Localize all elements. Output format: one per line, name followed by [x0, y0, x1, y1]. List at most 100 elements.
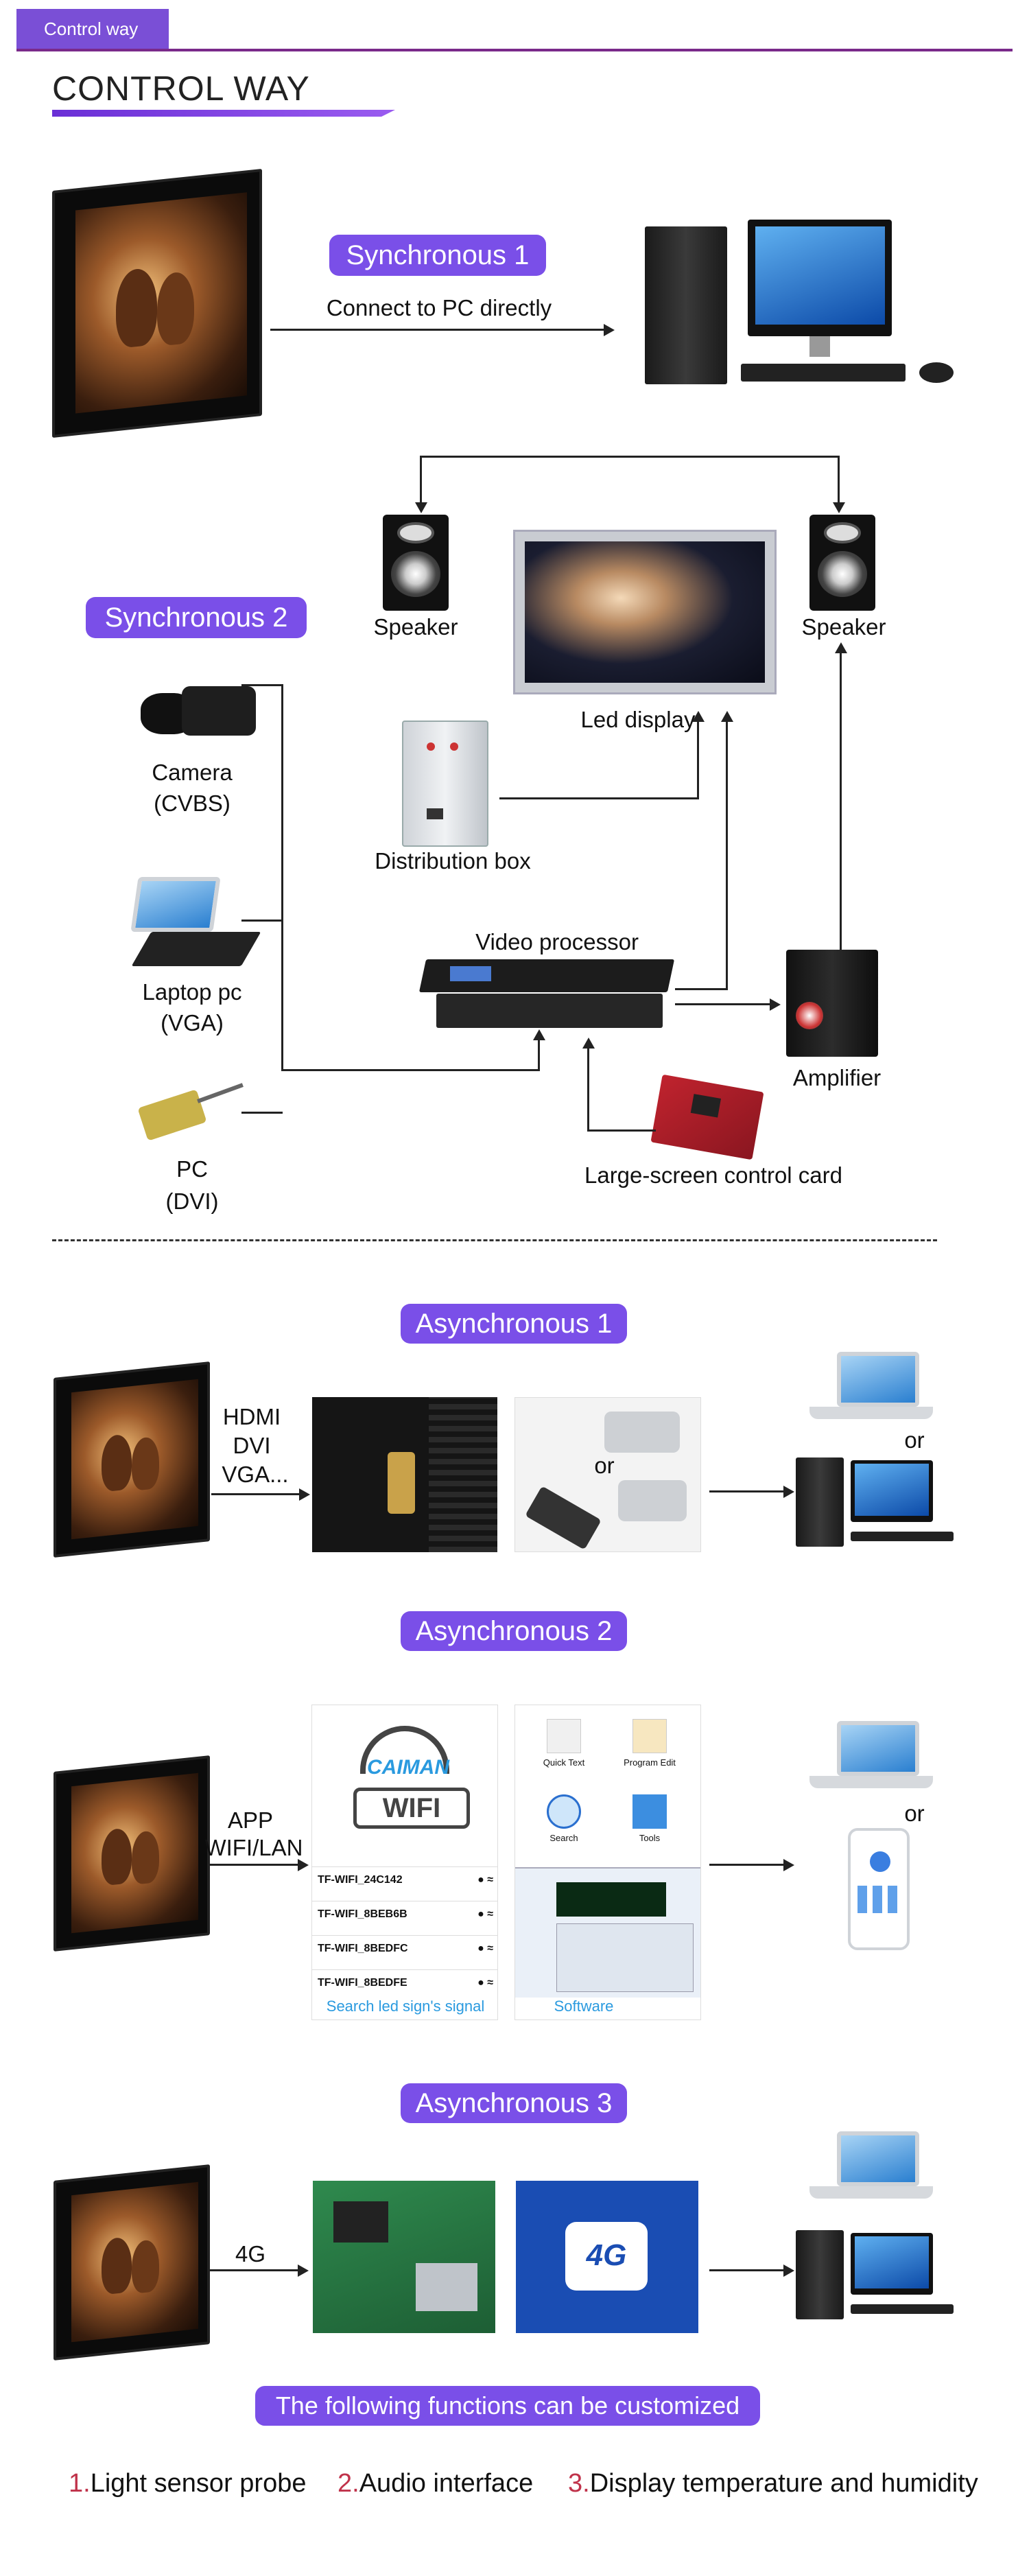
- app-panel: Quick Text Program Edit Search Tools Sof…: [514, 1705, 701, 2020]
- app-button-label: Tools: [639, 1833, 661, 1843]
- app-button-search[interactable]: Search: [533, 1794, 595, 1856]
- laptop-signal-label: (VGA): [161, 1010, 224, 1035]
- async1-laptop-image: [809, 1352, 933, 1434]
- async3-pc-image: [796, 2230, 974, 2321]
- customization-banner: The following functions can be customize…: [255, 2386, 760, 2426]
- processor-to-amp-head: [770, 998, 781, 1011]
- network-ssid: TF-WIFI_8BEDFE: [318, 1977, 407, 1989]
- speaker-right-image: [809, 515, 875, 611]
- feature-number: 1.: [69, 2469, 91, 2498]
- feature-light-sensor: 1.Light sensor probe: [69, 2469, 306, 2498]
- video-processor-label: Video processor: [475, 929, 639, 955]
- async1-or-device: or: [904, 1427, 925, 1453]
- led-wall-image-async2: [54, 1755, 210, 1952]
- app-button-label: Search: [549, 1833, 578, 1843]
- badge-asynchronous-2: Asynchronous 2: [401, 1611, 627, 1651]
- sync1-arrow-label: Connect to PC directly: [326, 295, 552, 320]
- section-tab: Control way: [16, 9, 169, 49]
- camera-label: Camera: [152, 760, 233, 785]
- feature-text: Display temperature and humidity: [589, 2469, 978, 2498]
- async2-or-device: or: [904, 1801, 925, 1826]
- async3-in-line: [210, 2269, 299, 2271]
- network-row[interactable]: TF-WIFI_8BEDFE● ≈: [312, 1969, 497, 1997]
- 4g-chip-label: 4G: [586, 2238, 627, 2272]
- badge-asynchronous-3: Asynchronous 3: [401, 2083, 627, 2123]
- amp-to-speaker-head: [835, 642, 847, 653]
- amplifier-label: Amplifier: [792, 1065, 882, 1090]
- network-ssid: TF-WIFI_8BEDFC: [318, 1943, 408, 1954]
- feature-number: 2.: [338, 2469, 359, 2498]
- async1-pc-image: [796, 1457, 974, 1548]
- search-caption: Search led sign's signal: [326, 1998, 485, 2015]
- amplifier-image: [786, 950, 878, 1057]
- distbox-line-v: [697, 719, 699, 799]
- header-divider: [16, 49, 1013, 51]
- control-card-image: [650, 1074, 764, 1160]
- processor-to-amp-line: [675, 1003, 771, 1005]
- page-title: CONTROL WAY: [52, 69, 310, 108]
- wifi-panel: CAIMAN WIFI TF-WIFI_24C142● ≈ TF-WIFI_8B…: [311, 1705, 498, 2020]
- app-button-quick-text[interactable]: Quick Text: [533, 1719, 595, 1781]
- network-row[interactable]: TF-WIFI_8BEDFC● ≈: [312, 1935, 497, 1963]
- camera-signal-label: (CVBS): [154, 791, 230, 816]
- phone-image: [848, 1828, 910, 1950]
- processor-to-led-h: [675, 988, 727, 990]
- input-bus-laptop: [241, 920, 283, 922]
- control-board-image: [313, 2181, 495, 2333]
- video-processor-image: [418, 959, 675, 1032]
- led-wall-image: [52, 168, 262, 438]
- app-button-program-edit[interactable]: Program Edit: [615, 1719, 684, 1781]
- network-ssid: TF-WIFI_8BEB6B: [318, 1908, 407, 1920]
- processor-to-led-head: [721, 711, 733, 722]
- async3-input-4g: 4G: [235, 2241, 266, 2267]
- control-card-label: Large-screen control card: [584, 1162, 843, 1188]
- processor-to-led-v: [726, 719, 728, 990]
- laptop-image: [130, 877, 261, 969]
- async2-in-line: [210, 1864, 299, 1866]
- distribution-box-label: Distribution box: [375, 848, 531, 874]
- feature-text: Audio interface: [359, 2469, 534, 2498]
- async3-out-head: [783, 2264, 794, 2277]
- card-to-processor-v: [587, 1046, 589, 1132]
- input-bus-to-processor: [281, 1069, 539, 1071]
- feature-text: Light sensor probe: [90, 2469, 307, 2498]
- software-caption: Software: [554, 1998, 614, 2015]
- led-wall-image-async1: [54, 1361, 210, 1558]
- title-underline: [52, 110, 395, 117]
- badge-synchronous-1: Synchronous 1: [329, 235, 546, 276]
- dvi-cable-image: [134, 1077, 244, 1146]
- async1-out-head: [783, 1486, 794, 1498]
- led-display-image: [513, 530, 777, 694]
- card-to-processor-h: [587, 1129, 656, 1132]
- speaker-feed-left-head: [415, 502, 427, 513]
- sync1-arrow-head: [604, 324, 615, 336]
- app-button-tools[interactable]: Tools: [615, 1794, 684, 1856]
- led-display-label: Led display: [580, 707, 696, 732]
- wifi-badge: WIFI: [353, 1788, 470, 1829]
- async1-or-cable: or: [594, 1453, 615, 1478]
- section-divider: [52, 1239, 937, 1241]
- async3-laptop-image: [809, 2131, 933, 2214]
- async3-out-line: [709, 2269, 785, 2271]
- async1-input-hdmi: HDMI: [222, 1404, 281, 1429]
- network-row[interactable]: TF-WIFI_24C142● ≈: [312, 1866, 497, 1894]
- software-screenshot: [515, 1867, 700, 1998]
- distbox-line-h: [499, 797, 698, 799]
- desktop-pc-image: [645, 220, 975, 391]
- async2-in-head: [298, 1859, 309, 1871]
- badge-synchronous-2: Synchronous 2: [86, 597, 307, 638]
- wifi-brand: CAIMAN: [367, 1756, 449, 1779]
- speaker-right-label: Speaker: [801, 614, 886, 640]
- speaker-left-label: Speaker: [373, 614, 458, 640]
- network-row[interactable]: TF-WIFI_8BEB6B● ≈: [312, 1901, 497, 1928]
- laptop-label: Laptop pc: [142, 979, 242, 1005]
- async2-laptop-image: [809, 1721, 933, 1803]
- async1-input-vga: VGA...: [222, 1462, 289, 1487]
- app-button-label: Quick Text: [543, 1757, 585, 1768]
- camera-image: [141, 679, 256, 741]
- input-bus-camera: [241, 684, 283, 686]
- input-bus-head: [533, 1029, 545, 1040]
- card-to-processor-head: [582, 1038, 595, 1049]
- feature-number: 3.: [568, 2469, 590, 2498]
- feature-audio-interface: 2.Audio interface: [338, 2469, 533, 2498]
